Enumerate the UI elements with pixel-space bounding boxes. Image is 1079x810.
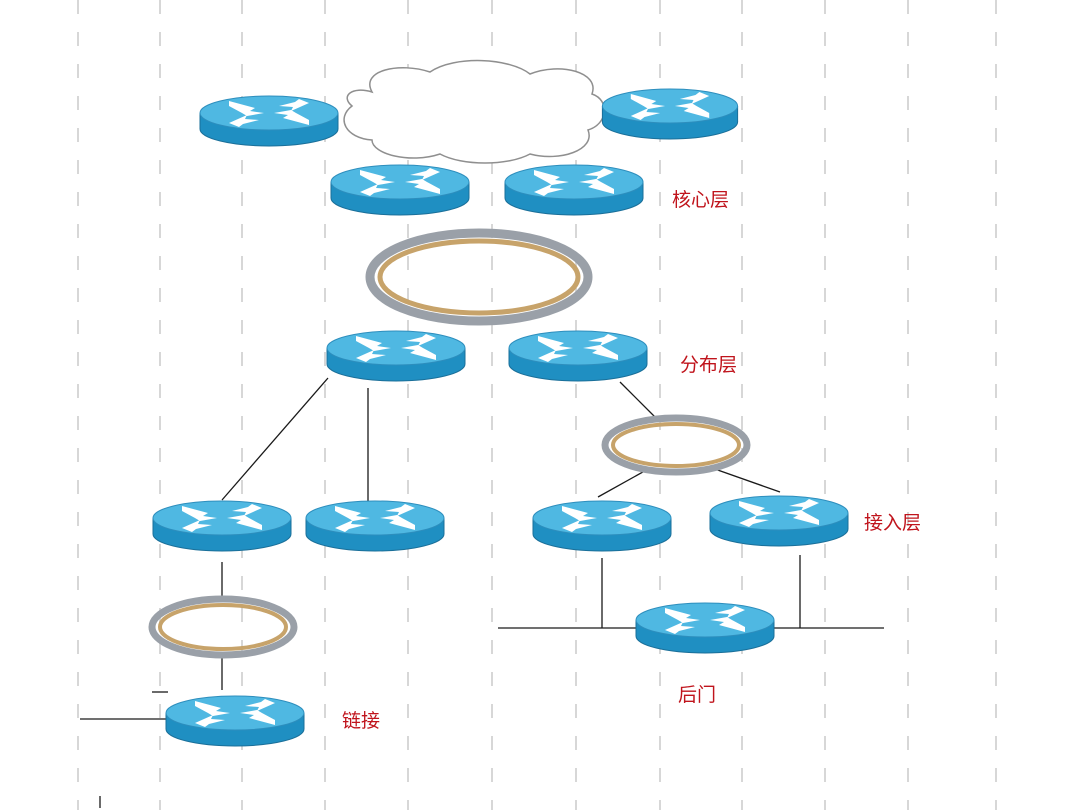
router-icon — [508, 330, 648, 382]
edge-dist-right-to-access-ring — [619, 381, 659, 421]
edge-dist-left-to-access-1 — [221, 377, 329, 501]
distribution-layer-label: 分布层 — [680, 354, 737, 376]
router-icon — [330, 164, 470, 216]
router-icon — [532, 500, 672, 552]
router-icon — [504, 164, 644, 216]
router-icon — [326, 330, 466, 382]
router-icon — [635, 602, 775, 654]
core-cloud — [343, 59, 605, 164]
router-icon — [601, 88, 739, 140]
access-ring — [601, 414, 751, 476]
core-layer-label: 核心层 — [672, 189, 729, 211]
distribution-ring — [365, 228, 593, 326]
link-label: 链接 — [342, 710, 380, 732]
router-icon — [152, 500, 292, 552]
edge-ring-to-access-4 — [711, 467, 781, 493]
access-layer-label: 接入层 — [864, 512, 921, 534]
router-icon — [165, 695, 305, 747]
edge-ring-to-access-3 — [597, 467, 651, 498]
router-icon — [199, 95, 339, 147]
router-icon — [305, 500, 445, 552]
router-icon — [709, 495, 849, 547]
backdoor-label: 后门 — [678, 684, 716, 706]
link-ring — [148, 595, 298, 659]
